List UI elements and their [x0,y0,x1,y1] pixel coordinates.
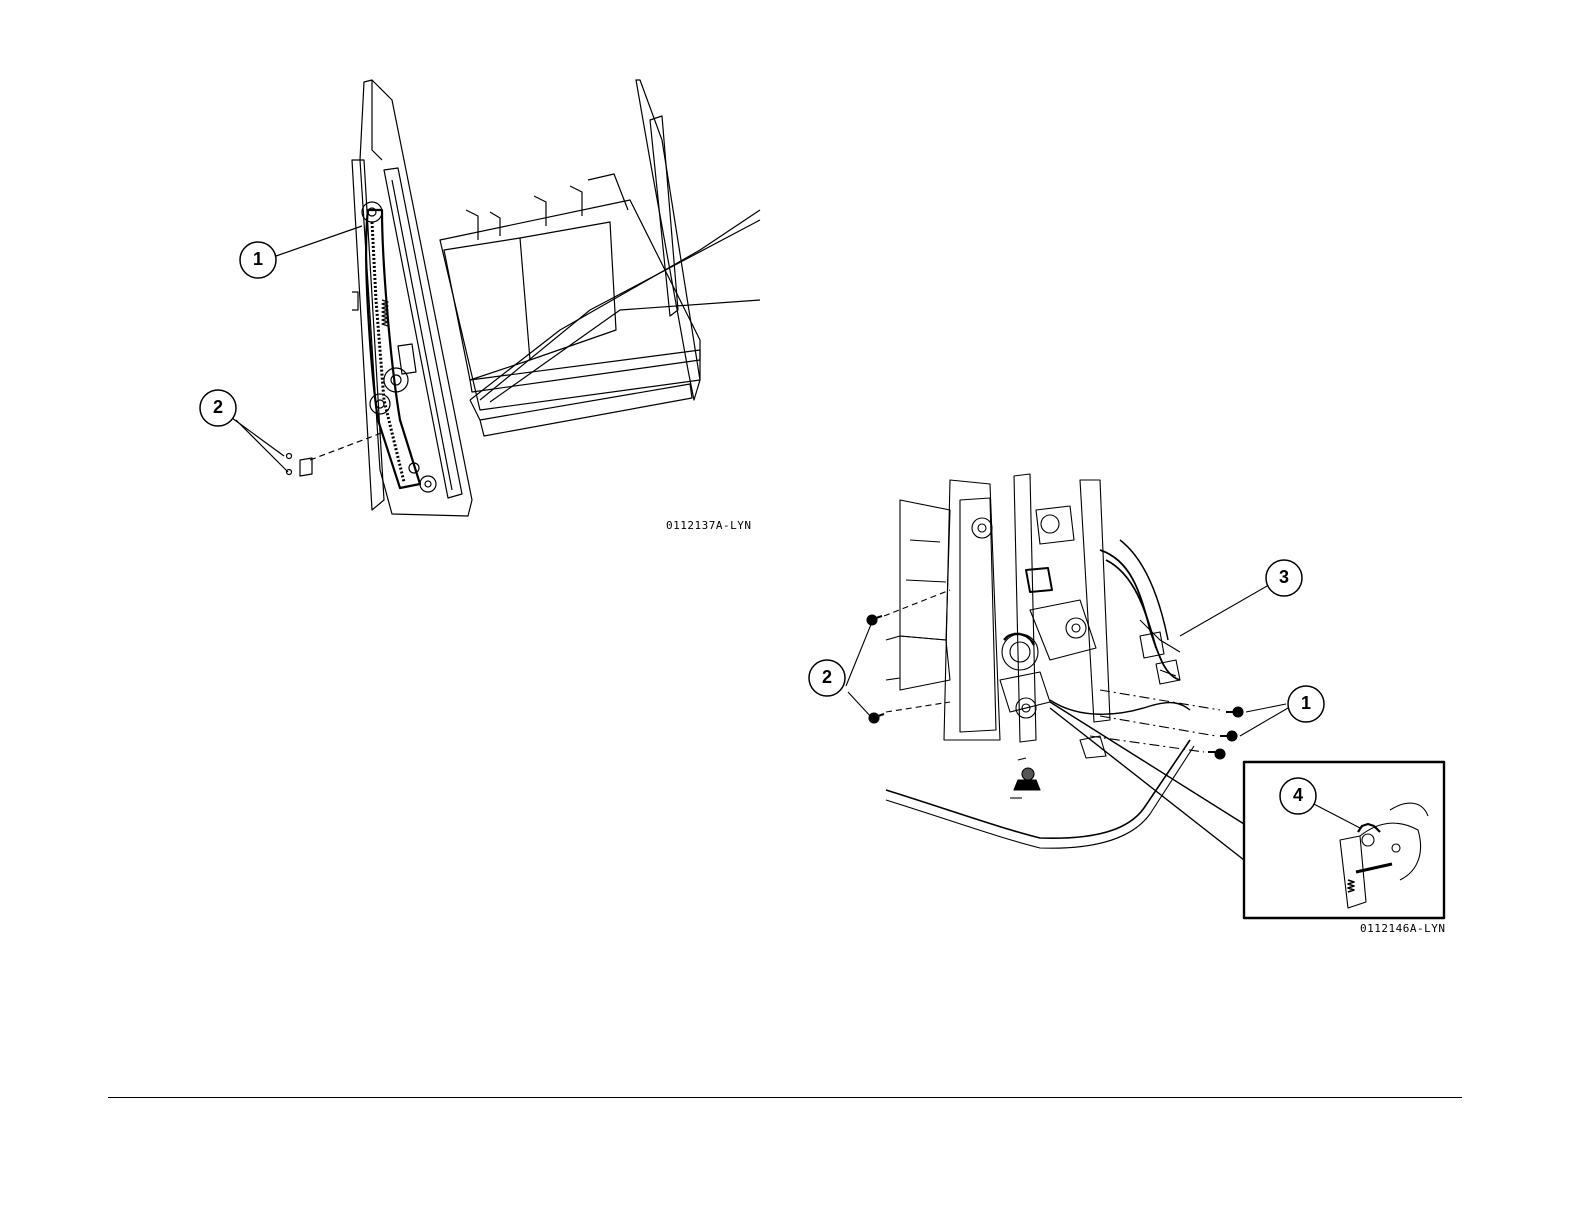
footer-rule [108,1097,1462,1098]
screw-right-bottom [1208,749,1225,759]
callout-1-left-label: 1 [248,249,268,270]
callout-3-right-label: 3 [1274,567,1294,588]
callout-4-right-label: 4 [1288,785,1308,806]
figure-right: 1 2 3 4 0112146A-LYN [800,440,1500,960]
screw-right-top [1226,707,1243,717]
figure-right-drawing [800,440,1500,960]
screw-bottom-left [869,713,884,723]
callout-2-left-label: 2 [208,397,228,418]
callout-2-right-label: 2 [817,667,837,688]
screw-top-left [867,615,882,625]
figure-left-id: 0112137A-LYN [666,519,751,532]
figure-left-drawing [0,0,800,580]
callout-1-right-label: 1 [1296,693,1316,714]
figure-right-id: 0112146A-LYN [1360,922,1445,935]
screw-right-mid [1220,731,1237,741]
figure-left: 1 2 0112137A-LYN [0,0,800,580]
